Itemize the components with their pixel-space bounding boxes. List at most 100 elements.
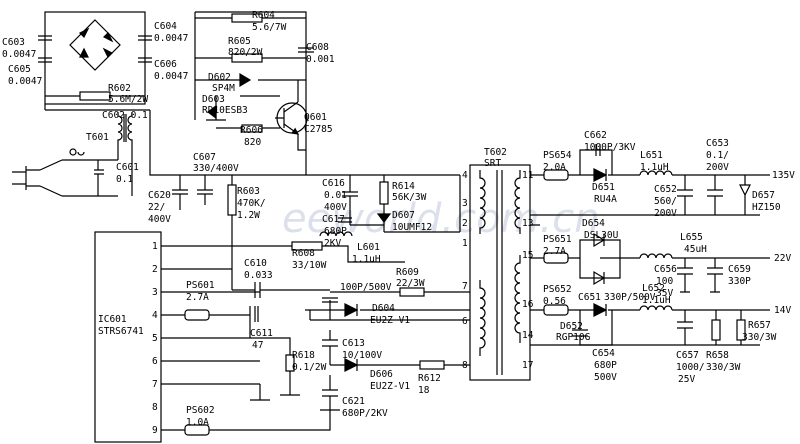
label-c620-v1: 22/ (148, 202, 165, 213)
label-d607-ref: D607 (392, 210, 415, 221)
ic-pin-6: 6 (152, 356, 158, 367)
label-d606-val: EU2Z-V1 (370, 381, 410, 392)
label-ps602-val: 1.0A (186, 417, 209, 428)
label-d603-val: RD10ESB3 (202, 105, 248, 116)
label-r604-val: 5.6/7W (252, 22, 287, 33)
label-d603-ref: D603 (202, 94, 225, 105)
label-r606-val: 820 (244, 137, 261, 148)
label-c656-v1: 100 (656, 276, 673, 287)
label-c602: C602 0.1 (102, 110, 148, 121)
label-c616-v1: 0.01 (324, 190, 347, 201)
label-r608-val: 33/10W (292, 260, 327, 271)
ic-pins: 1 2 3 4 5 6 7 8 9 IC601 STRS6741 (98, 241, 158, 436)
label-c607-ref: C607 (193, 152, 216, 163)
label-ps651-ref: PS651 (543, 234, 572, 245)
label-d657-ref: D657 (752, 190, 775, 201)
label-l651-val: 1.1uH (640, 162, 669, 173)
label-r618-ref: R618 (292, 350, 315, 361)
label-r603-ref: R603 (237, 186, 260, 197)
label-c616-ref: C616 (322, 178, 345, 189)
label-d654-val: DSL30U (584, 230, 619, 241)
label-c603-val: 0.0047 (2, 49, 36, 60)
component-labels: C6030.0047C6050.0047C6040.0047C6060.0047… (2, 10, 795, 428)
ic-pin-1: 1 (152, 241, 158, 252)
label-c662-ref: C662 (584, 130, 607, 141)
label-d651-ref: D651 (592, 182, 615, 193)
label-ps654-val: 2.0A (543, 162, 566, 173)
label-d654-ref: D654 (582, 218, 605, 229)
label-d652-ref: D652 (560, 321, 583, 332)
t602-pin-8: 8 (462, 360, 468, 371)
label-c652-ref: C652 (654, 184, 677, 195)
label-ps652-val: 0.56 (543, 296, 566, 307)
label-d604-val: EU2Z-V1 (370, 315, 410, 326)
label-c606-val: 0.0047 (154, 71, 188, 82)
label-r657-val: 330/3W (742, 332, 777, 343)
label-l652-ref: L652 (642, 283, 665, 294)
label-r605-val: 820/2W (228, 47, 263, 58)
label-r603-v1: 470K/ (237, 198, 266, 209)
label-d652-val: RGP10G (556, 332, 591, 343)
label-c656-ref: C656 (654, 264, 677, 275)
label-t601-ref: T601 (86, 132, 109, 143)
label-c652-v1: 560/ (654, 196, 677, 207)
label-c653-ref: C653 (706, 138, 729, 149)
label-c621-ref: C621 (342, 396, 365, 407)
label-c606-ref: C606 (154, 59, 177, 70)
label-d604-ref: D604 (372, 303, 395, 314)
label-l601-ref: L601 (357, 242, 380, 253)
label-r609-ref: R609 (396, 267, 419, 278)
label-ps652-ref: PS652 (543, 284, 572, 295)
label-c617-v1: 680P (324, 226, 347, 237)
label-r605-ref: R605 (228, 36, 251, 47)
label-d657-val: HZ150 (752, 202, 781, 213)
t602-pin-6: 6 (462, 316, 468, 327)
t602-pin-17: 17 (522, 360, 533, 371)
label-r609-val: 22/3W (396, 278, 425, 289)
label-ps601-ref: PS601 (186, 280, 215, 291)
label-c621-val: 680P/2KV (342, 408, 388, 419)
label-c657-v1: 1000/ (676, 362, 705, 373)
t602-pin-1: 1 (462, 238, 468, 249)
label-l601-val: 1.1uH (352, 254, 381, 265)
label-q601-val: C2785 (304, 124, 333, 135)
label-d602-val: SP4M (212, 83, 235, 94)
label-c611-val: 47 (252, 340, 263, 351)
t602-part: SRT (484, 158, 501, 169)
transformer-labels: T602 SRT 4 3 2 1 7 6 8 11 13 15 16 14 17 (462, 147, 534, 371)
ic-pin-3: 3 (152, 287, 158, 298)
label-c662-val: 1000P/3KV (584, 142, 636, 153)
label-ps651-val: 2.7A (543, 246, 566, 257)
label-c605-ref: C605 (8, 64, 31, 75)
label-c659-ref: C659 (728, 264, 751, 275)
t602-pin-2: 2 (462, 218, 468, 229)
t602-pin-13: 13 (522, 218, 533, 229)
t602-pin-3: 3 (462, 198, 468, 209)
ic-ref: IC601 (98, 314, 127, 325)
wires (12, 11, 770, 443)
t602-pin-11: 11 (522, 170, 534, 181)
ic-pin-8: 8 (152, 402, 158, 413)
ic-pin-9: 9 (152, 425, 158, 436)
label-c659-val: 330P (728, 276, 751, 287)
ic-pin-7: 7 (152, 379, 158, 390)
label-d607-val: 10UMF12 (392, 222, 432, 233)
label-r602-ref: R602 (108, 83, 131, 94)
label-c604-ref: C604 (154, 21, 177, 32)
label-c657-ref: C657 (676, 350, 699, 361)
ic-part: STRS6741 (98, 326, 144, 337)
label-r614-val: 56K/3W (392, 192, 427, 203)
label-ps654-ref: PS654 (543, 150, 572, 161)
label-out14: 14V (774, 305, 791, 316)
label-r604-ref: R604 (252, 10, 275, 21)
label-c653-v1: 0.1/ (706, 150, 729, 161)
label-c605-val: 0.0047 (8, 76, 42, 87)
label-l651-ref: L651 (640, 150, 663, 161)
label-c653-v2: 200V (706, 162, 729, 173)
t602-pin-16: 16 (522, 299, 534, 310)
ic-pin-5: 5 (152, 333, 158, 344)
label-l655-ref: L655 (680, 232, 703, 243)
label-ps601-val: 2.7A (186, 292, 209, 303)
label-out135: 135V (772, 170, 795, 181)
label-d651-val: RU4A (594, 194, 617, 205)
